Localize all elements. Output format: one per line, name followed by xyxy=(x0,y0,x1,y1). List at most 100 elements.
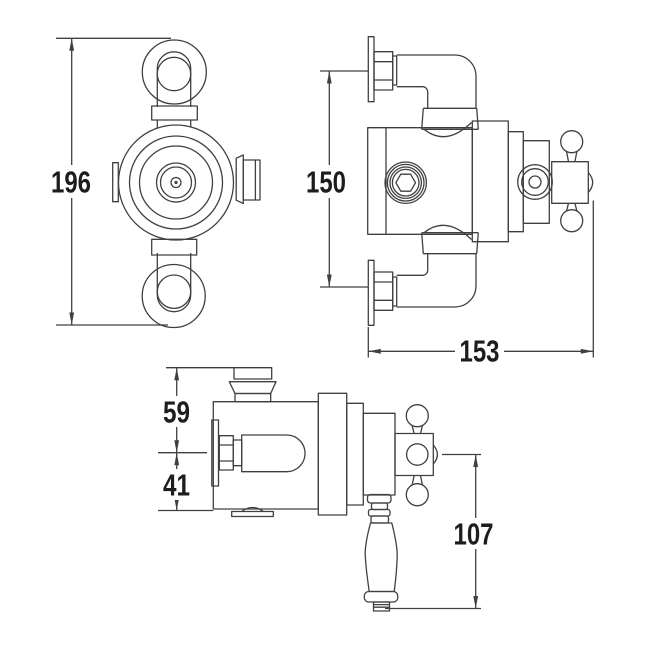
arrow-right-icon xyxy=(580,348,594,354)
lever-tip xyxy=(372,601,391,612)
arrow-down-icon xyxy=(174,440,180,453)
hex-screw-ring3 xyxy=(389,166,423,200)
arrow-up-icon xyxy=(473,454,479,467)
escutcheon xyxy=(522,140,550,224)
top-bracket-fork xyxy=(156,51,192,107)
center-screw xyxy=(170,176,182,189)
top-nut-step xyxy=(392,55,398,86)
left-tab xyxy=(112,162,119,203)
bottom-bracket-hole xyxy=(156,274,192,310)
bottom-union-arc xyxy=(423,224,472,240)
spigot-capsule xyxy=(241,434,306,473)
escutcheon xyxy=(362,412,396,496)
cross-handle-bottom-ball xyxy=(405,483,429,507)
arrow-down-icon xyxy=(69,312,75,325)
wall-plate-edge xyxy=(211,419,220,487)
arrow-left-icon xyxy=(368,348,381,354)
outlet-nut xyxy=(242,159,261,201)
bottom-union-collar xyxy=(421,232,479,255)
top-union-collar xyxy=(421,107,479,130)
dimension-label-150: 150 xyxy=(306,165,346,200)
bottom-ball-neck xyxy=(411,475,424,486)
top-wall-plate xyxy=(367,36,375,103)
cartridge-stem xyxy=(507,131,524,233)
arrow-up-icon xyxy=(174,452,180,466)
bottom-pipe-outer xyxy=(396,253,477,308)
top-port-flange xyxy=(228,381,277,395)
hex-screw-ring1 xyxy=(384,161,428,205)
cross-handle-top-ball xyxy=(405,404,429,428)
dimension-150: 150 xyxy=(302,70,368,288)
top-union-arc xyxy=(423,122,472,138)
cross-handle-front-ball xyxy=(405,443,429,466)
bottom-ball-neck xyxy=(565,203,578,212)
hex-screw-ring4 xyxy=(391,168,420,197)
dimension-label-107: 107 xyxy=(454,517,494,552)
arrow-down-icon xyxy=(174,498,180,511)
top-pipe-outer xyxy=(396,54,477,109)
cross-handle-front-ball xyxy=(587,172,594,193)
top-ball-neck xyxy=(411,425,424,434)
cartridge-cap xyxy=(317,392,348,516)
escutcheon-ring3 xyxy=(528,175,542,189)
arrow-down-icon xyxy=(326,274,332,287)
dimension-label-41: 41 xyxy=(163,468,190,503)
bottom-bracket-fork xyxy=(156,253,192,313)
arrow-up-icon xyxy=(326,71,332,84)
top-port-cap xyxy=(233,367,273,380)
knob-outer-circle xyxy=(155,162,197,203)
lever-collar-1 xyxy=(366,493,392,504)
spigot-nut-facets xyxy=(219,444,234,462)
bottom-pipe-inner xyxy=(396,253,429,276)
cross-handle-hub xyxy=(551,161,589,204)
bottom-hex-nut xyxy=(373,271,394,311)
cartridge-stem xyxy=(346,402,364,506)
cross-handle-top-ball xyxy=(560,130,584,154)
side-view xyxy=(367,36,594,326)
lever-end-collar xyxy=(363,590,399,603)
bottom-view xyxy=(211,367,439,612)
foot-base xyxy=(231,510,274,518)
top-pipe-inner xyxy=(396,86,429,109)
body-mid-circle xyxy=(128,135,224,230)
top-hex-nut xyxy=(373,51,394,91)
dimension-41: 41 xyxy=(158,452,214,512)
lever-collar-4 xyxy=(370,515,390,524)
bottom-wall-plate xyxy=(367,259,375,326)
hex-socket xyxy=(395,173,417,192)
dimension-59: 59 xyxy=(158,367,234,454)
body-inner-circle xyxy=(138,145,214,220)
spigot-hex-nut xyxy=(218,435,234,471)
center-dot xyxy=(174,180,178,185)
lever-tip-ridges xyxy=(373,603,390,608)
dimension-196: 196 xyxy=(48,37,171,326)
top-collar xyxy=(151,105,198,121)
bottom-collar xyxy=(151,238,198,256)
dimension-label-153: 153 xyxy=(460,334,500,369)
foot-dome xyxy=(241,506,264,513)
escutcheon-ring2 xyxy=(521,168,549,196)
lever-collar-2 xyxy=(370,502,389,511)
arrow-up-icon xyxy=(174,367,180,381)
arrow-up-icon xyxy=(69,38,75,51)
spigot-step xyxy=(232,439,243,467)
bottom-hex-nut-facets xyxy=(374,281,393,301)
front-view xyxy=(112,39,261,329)
bottom-bracket-ring xyxy=(141,263,206,329)
cross-handle-bottom-ball xyxy=(560,209,584,233)
top-hex-nut-facets xyxy=(374,61,393,81)
side-body xyxy=(367,127,473,235)
arrow-down-icon xyxy=(473,596,479,609)
dimension-107: 107 xyxy=(385,453,497,610)
lever-collar-3 xyxy=(367,508,391,517)
top-port-neck xyxy=(234,392,272,403)
top-ball-neck xyxy=(565,151,578,162)
dimension-153: 153 xyxy=(367,200,594,369)
dimension-label-59: 59 xyxy=(163,395,190,430)
hex-screw-ring2 xyxy=(386,163,425,202)
outlet-flange xyxy=(235,154,244,205)
dimension-label-196: 196 xyxy=(51,165,91,200)
cross-handle-hub xyxy=(394,432,434,477)
